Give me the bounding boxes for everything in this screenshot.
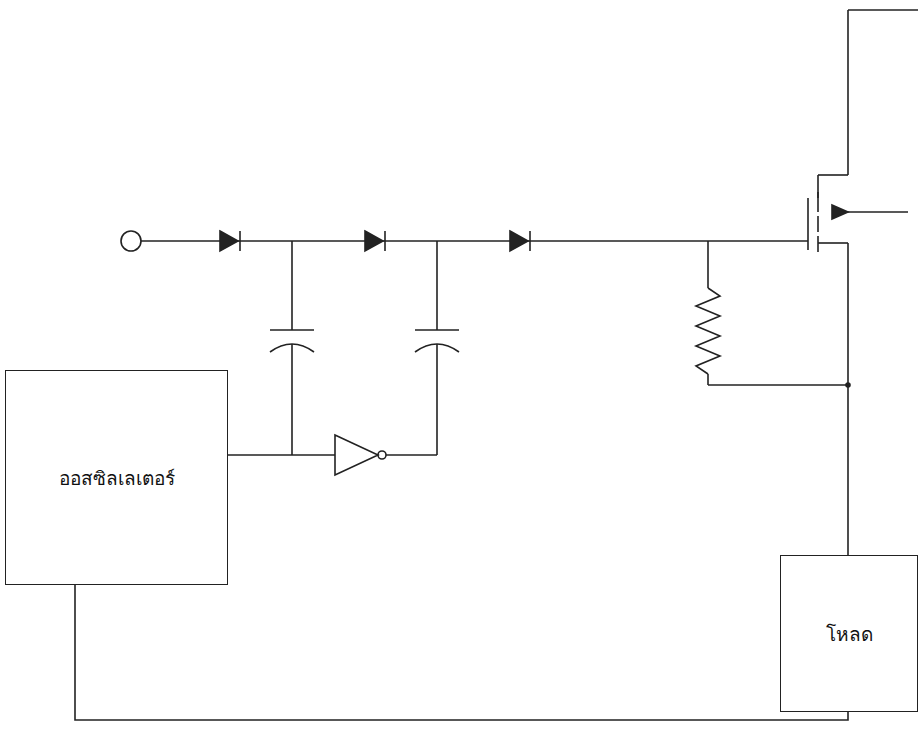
body-arrow <box>832 205 848 219</box>
resistor-symbol <box>696 241 848 385</box>
diode-symbol <box>365 231 385 251</box>
node-label: โหลด <box>826 619 873 649</box>
node-label: ออสซิลเลเตอร์ <box>59 463 175 493</box>
input-terminal <box>121 231 141 251</box>
load-box: โหลด <box>780 555 918 712</box>
ground-wire <box>75 585 848 720</box>
wire <box>228 454 335 456</box>
capacitor-symbol <box>415 241 459 455</box>
junction-dot <box>846 383 850 387</box>
capacitor-symbol <box>270 241 314 455</box>
diode-symbol <box>220 231 240 251</box>
inverter-symbol <box>335 435 386 475</box>
wire <box>386 454 437 456</box>
mosfet-symbol <box>808 10 918 555</box>
oscillator-box: ออสซิลเลเตอร์ <box>5 370 228 585</box>
diode-symbol <box>510 231 530 251</box>
